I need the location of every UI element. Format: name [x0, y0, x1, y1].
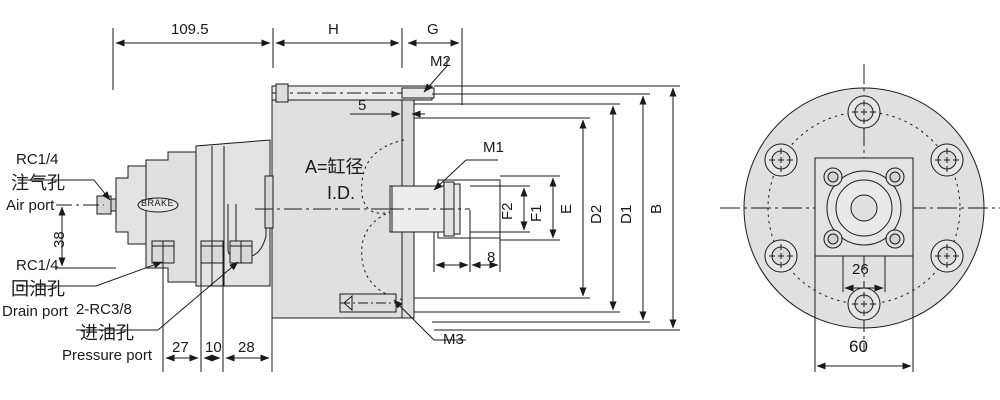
- vertical-dimension-lines: [414, 85, 680, 331]
- dim-8-label: 8: [487, 249, 496, 266]
- dim-10-label: 10: [205, 339, 222, 356]
- top-dimension-lines: [112, 28, 463, 105]
- dim-5-label: 5: [358, 97, 367, 114]
- brake-housing-assembly: [96, 139, 271, 287]
- air-port-cn: 注气孔: [11, 173, 65, 193]
- leader-lines: [18, 58, 498, 341]
- drain-port-thread: RC1/4: [16, 257, 59, 274]
- callout-m2-label: M2: [430, 53, 451, 70]
- end-view-boss-holes: [823, 167, 905, 249]
- dim-d1-label: D1: [618, 204, 635, 224]
- end-view-bolt-holes: [764, 95, 964, 321]
- dimension-5: [350, 100, 425, 120]
- bore-label-en: I.D.: [327, 183, 356, 203]
- end-view-geometry: [720, 64, 1000, 372]
- dim-28-label: 28: [238, 339, 255, 356]
- dim-26-label: 26: [852, 261, 869, 278]
- dim-e-label: E: [558, 203, 575, 214]
- dim-f1-label: F1: [528, 204, 545, 222]
- dimension-8: [433, 210, 501, 272]
- dim-60-label: 60: [849, 337, 868, 356]
- dim-h-label: H: [328, 21, 339, 38]
- dim-f2-label: F2: [499, 202, 516, 220]
- air-port-thread: RC1/4: [16, 151, 59, 168]
- pressure-port-cn: 进油孔: [80, 323, 134, 343]
- callout-m3-label: M3: [443, 331, 464, 348]
- air-port-en: Air port: [6, 197, 55, 214]
- dim-27-label: 27: [172, 339, 189, 356]
- bore-label-cn: A=缸径: [305, 157, 364, 177]
- callout-m1-label: M1: [483, 139, 504, 156]
- drain-port-cn: 回油孔: [11, 279, 65, 299]
- dimension-38: [56, 204, 116, 269]
- dim-38-label: 38: [51, 231, 68, 248]
- drain-port-en: Drain port: [2, 303, 68, 320]
- pressure-port-en: Pressure port: [62, 347, 153, 364]
- pressure-port-thread: 2-RC3/8: [76, 301, 132, 318]
- bottom-dimension-lines: [162, 263, 273, 372]
- brake-label: BRAKE: [141, 198, 175, 208]
- cylinder-body: [255, 83, 480, 319]
- dim-d2-label: D2: [588, 204, 605, 224]
- dim-b-label: B: [648, 203, 665, 214]
- output-shaft: [389, 179, 501, 239]
- dim-g-label: G: [427, 21, 439, 38]
- dim-overall-length-label: 109.5: [171, 21, 209, 38]
